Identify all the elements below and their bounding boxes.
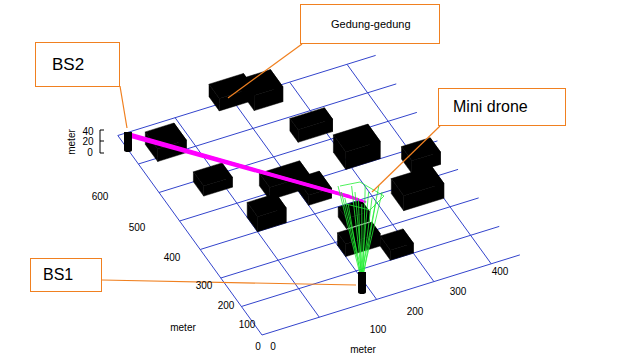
axis-label: meter [170,323,196,333]
building [333,124,380,152]
base-station-mast [358,272,366,292]
base-station-base [358,290,366,294]
building [380,229,413,250]
grid-line [175,118,319,318]
base-station-base [124,148,132,152]
callout-text: Gedung-gedung [331,18,411,30]
base-stations [124,132,366,294]
leader-line [120,86,127,128]
multipath-ray [358,198,361,278]
buildings [145,70,444,261]
tick-label: 200 [407,307,424,317]
tick-label: 100 [239,320,256,330]
grid-line [262,255,520,335]
building [193,163,232,186]
axis-label: meter [67,129,77,155]
tick-label: 0 [87,148,93,158]
grid-line [118,55,376,135]
leader-line [228,44,302,98]
tick-label: 300 [450,287,467,297]
multipath-ray [352,186,362,278]
los-ray [128,136,366,202]
tick-label: 20 [82,137,93,147]
radio-rays [128,133,384,278]
callout-text: BS2 [52,55,84,75]
tick-label: 100 [370,325,387,335]
base-station-mast [124,132,132,150]
tick-label: 0 [270,342,276,352]
tick-label: 300 [196,281,213,291]
axis-label: meter [350,345,376,355]
tick [100,130,104,131]
tick-label: 500 [129,223,146,233]
leader-line [102,280,356,285]
leader-line [372,126,440,192]
tick [100,153,104,154]
tick [100,141,104,142]
tick-label: 400 [164,253,181,263]
callout-box: BS1 [30,258,102,292]
multipath-ray [361,186,379,278]
callout-text: Mini drone [453,98,528,116]
tick-label: 0 [255,342,261,352]
building [247,194,286,217]
grid-line [241,226,499,306]
tick-label: 600 [92,192,109,202]
multipath-ray [341,192,362,278]
callout-text: BS1 [43,266,73,284]
tick-label: 200 [218,301,235,311]
callout-box: Mini drone [438,88,566,126]
callout-box: BS2 [35,42,120,87]
callout-box: Gedung-gedung [300,4,440,44]
tick-label: 400 [492,267,509,277]
tick-label: 40 [82,127,93,137]
multipath-ray [338,186,361,278]
multipath-ray [345,198,363,278]
leader-lines [102,44,440,285]
multipath-ray [362,192,382,278]
building [290,108,333,130]
